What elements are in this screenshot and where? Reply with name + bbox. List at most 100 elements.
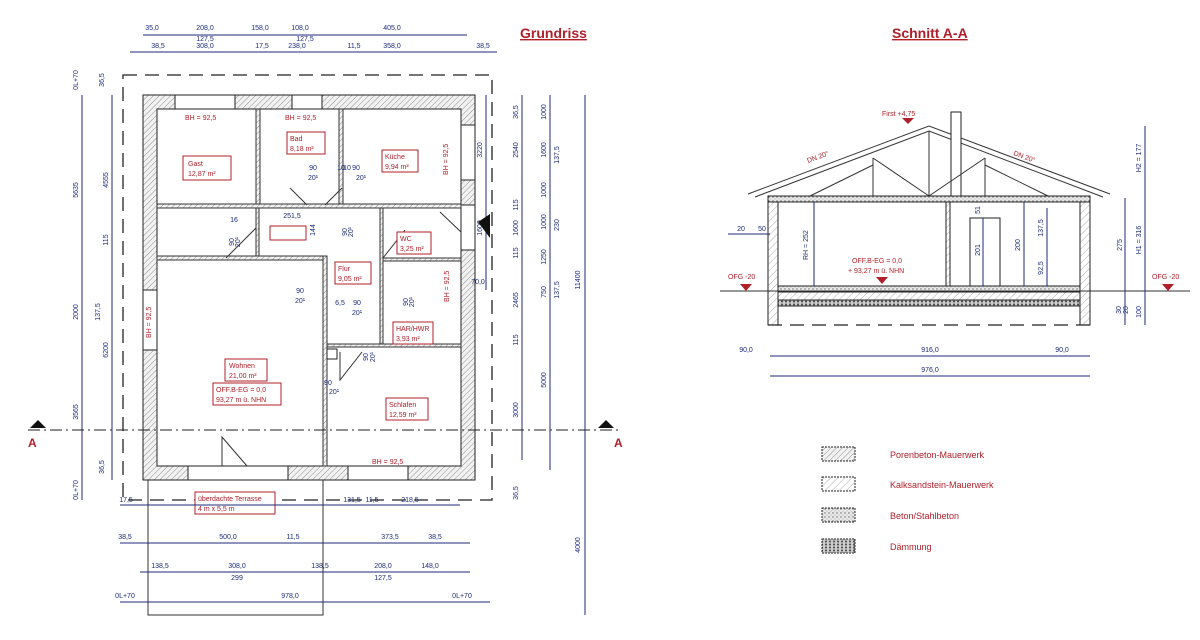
- dimension-label: 138,5: [311, 563, 329, 570]
- dimension-label: 1600: [513, 220, 520, 236]
- dimension-label: 5635: [73, 182, 80, 198]
- dimension-label: 90: [403, 298, 410, 306]
- dimension-label: 36,5: [513, 486, 520, 500]
- dimension-label: 137,5: [554, 146, 561, 164]
- dimension-label: 6200: [103, 342, 110, 358]
- dimension-label: 90: [353, 300, 361, 307]
- sill-height-label: BH = 92,5: [444, 271, 451, 302]
- door-section: [969, 217, 1001, 291]
- dimension-label: 138,5: [151, 563, 169, 570]
- dimension-label: 3220: [477, 142, 484, 158]
- dimension-label: 10: [337, 165, 345, 172]
- dimension-label: 90: [309, 165, 317, 172]
- dimension-label: 201: [975, 244, 982, 256]
- dimension-label: 11,5: [347, 43, 360, 50]
- dimension-label: 20¹: [329, 389, 340, 396]
- dimension-label: 0L+70: [73, 480, 80, 500]
- dimension-label: 2000: [73, 304, 80, 320]
- dimension-label: 20¹: [235, 236, 242, 247]
- dimension-label: 20¹: [352, 310, 363, 317]
- wall-left: [767, 201, 779, 326]
- section-arrow-left: [30, 420, 46, 428]
- floor-plan: Gast 12,87 m² Bad 8,18 m² Küche 9,94 m² …: [28, 25, 623, 616]
- dimension-label: 750: [541, 286, 548, 298]
- dimension-label: 50: [758, 226, 766, 233]
- roof-line: [747, 125, 1111, 195]
- dimension-label: 11,5: [286, 534, 299, 541]
- dimension-label: 20¹: [356, 175, 367, 182]
- dimension-label: 1000: [541, 104, 548, 120]
- level-marker-icon: [740, 284, 752, 291]
- dimension-label: 20: [737, 226, 745, 233]
- dimension-label: 208,0: [374, 563, 392, 570]
- dimension-label: 1600: [541, 142, 548, 158]
- dimension-label: 38,5: [476, 43, 490, 50]
- dimension-label: 115: [513, 199, 520, 210]
- section-marker-right: A: [614, 436, 623, 450]
- dimension-label: 500,0: [219, 534, 237, 541]
- dimension-label: 5000: [541, 372, 548, 388]
- dimension-label: 20¹: [308, 175, 319, 182]
- room-name: Gast: [188, 161, 203, 168]
- terrace-outline: [147, 480, 324, 616]
- dimension-label: 17,5: [119, 497, 133, 504]
- room-name: Wohnen: [229, 363, 255, 370]
- floor-slab: [777, 291, 1081, 301]
- dimension-label: 2540: [513, 142, 520, 158]
- room-name: WC: [400, 236, 412, 243]
- dimension-label: 20¹: [295, 298, 306, 305]
- dimension-label: 38,5: [118, 534, 132, 541]
- sill-height-label: BH = 92,5: [146, 307, 153, 338]
- dimension-label: 238,0: [288, 43, 306, 50]
- roof-pitch-left: DN 20°: [806, 150, 830, 165]
- dimension-label: 90: [296, 288, 304, 295]
- dimension-label: 20¹: [348, 226, 355, 237]
- room-area: 9,05 m²: [338, 276, 362, 283]
- room-labels: Gast 12,87 m² Bad 8,18 m² Küche 9,94 m² …: [146, 115, 451, 515]
- dimension-label: 208,0: [196, 25, 214, 32]
- legend-label: Beton/Stahlbeton: [890, 511, 959, 521]
- dimension-label: 35,0: [145, 25, 159, 32]
- dimension-label: 976,0: [921, 367, 939, 374]
- dimension-label: 158,0: [251, 25, 269, 32]
- dimension-label: 230: [554, 219, 561, 231]
- dimension-label: 115: [513, 247, 520, 258]
- ground-level-left: OFG -20: [728, 274, 755, 281]
- roof-pitch-right: DN 20°: [1012, 149, 1036, 164]
- room-area: 12,87 m²: [188, 171, 216, 178]
- section-title: Schnitt A-A: [892, 25, 968, 41]
- sill-height-label: BH = 92,5: [285, 115, 316, 122]
- dimension-label: 4555: [103, 172, 110, 188]
- dimension-label: 4000: [575, 537, 582, 553]
- dimension-label: 200: [1015, 239, 1022, 251]
- dimension-label: 38,5: [151, 43, 165, 50]
- dimension-label: 137,5: [554, 281, 561, 299]
- terrace-size: 4 m x 5,5 m: [198, 506, 235, 513]
- sill-height-label: BH = 92,5: [185, 115, 216, 122]
- wall-right: [1079, 201, 1091, 326]
- dimension-label: 90: [363, 353, 370, 361]
- dimension-label: 16: [230, 217, 238, 224]
- room-area: 9,94 m²: [385, 164, 409, 171]
- room-name: Bad: [290, 136, 303, 143]
- dimension-label: 2465: [513, 292, 520, 308]
- room-area: 3,93 m²: [396, 336, 420, 343]
- room-area: 3,25 m²: [400, 246, 424, 253]
- dimension-label: 1250: [541, 249, 548, 265]
- room-area: 12,59 m²: [389, 412, 417, 419]
- room-name: Küche: [385, 154, 405, 161]
- dimension-label: 90: [352, 165, 360, 172]
- dimension-label: H2 = 177: [1136, 144, 1143, 173]
- room-height: RH = 252: [803, 230, 810, 260]
- dimension-label: 308,0: [228, 563, 246, 570]
- dimension-label: 275: [1117, 239, 1124, 251]
- dimension-label: 36,5: [513, 105, 520, 119]
- terrace-label: überdachte Terrasse: [198, 496, 262, 503]
- legend-swatch-daemmung: [821, 538, 856, 554]
- dimension-label: H1 = 316: [1136, 226, 1143, 255]
- legend: Porenbeton-Mauerwerk Kalksandstein-Mauer…: [821, 446, 994, 554]
- entrance-arrow: [478, 214, 490, 238]
- dimension-label: 30: [1116, 306, 1123, 314]
- level-marker-icon: [876, 277, 888, 284]
